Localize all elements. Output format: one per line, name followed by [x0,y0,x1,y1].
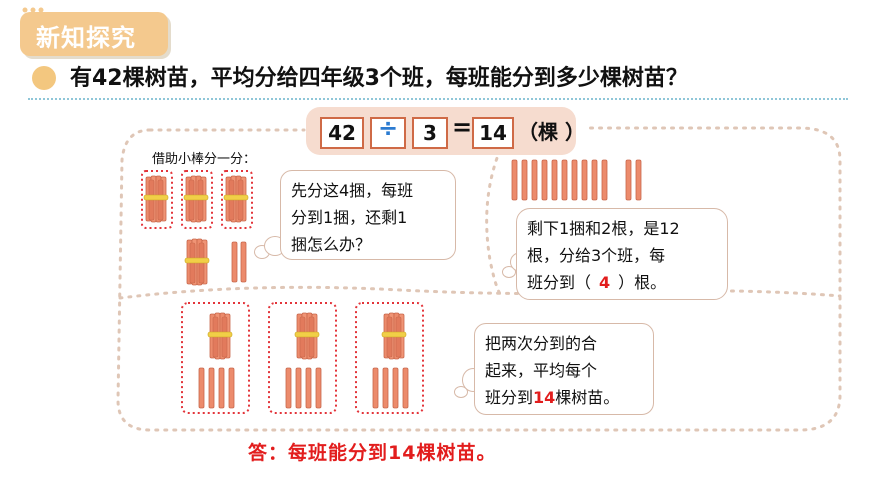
group-box-1 [141,170,173,229]
bubble-line: 班分到14棵树苗。 [485,384,643,411]
bubble-text: ）根。 [618,273,667,292]
result-value: 14 [533,388,556,407]
answer-text: 答：每班能分到14棵树苗。 [248,442,497,464]
stick-icon [625,159,632,201]
divider-vertical [485,148,502,296]
stick-icon [601,159,608,201]
stick-icon [561,159,568,201]
stick-icon [295,367,302,409]
stick-icon [531,159,538,201]
bubble-line: 班分到（ 4 ）根。 [527,269,717,296]
bubble-text: 班分到（ [527,273,592,292]
stick-bundle-icon [143,175,169,223]
class-1-sticks [198,367,235,409]
bubble-line: 起来，平均每个 [485,361,598,380]
stick-icon [231,241,238,283]
stick-icon [240,241,247,283]
bubble-line: 捆怎么办？ [291,235,372,254]
group-box-2 [181,170,213,229]
hint-bubble-3: 把两次分到的合 起来，平均每个 班分到14棵树苗。 [474,323,654,415]
stick-icon [392,367,399,409]
divider-line [28,98,848,101]
stick-icon [228,367,235,409]
stick-icon [305,367,312,409]
unit-label: （棵 ） [518,120,585,144]
stick-icon [218,367,225,409]
decor-dots [20,2,50,16]
stick-bundle-icon [381,312,407,360]
stick-icon [635,159,642,201]
stick-bundle-icon [294,312,320,360]
stick-icon [511,159,518,201]
stick-icon [315,367,322,409]
result-box: 14 [472,117,514,149]
stick-bundle-icon [183,175,209,223]
hint-bubble-1: 先分这4捆，每班 分到1捆，还剩1 捆怎么办？ [280,170,456,260]
question-text: 有42棵树苗，平均分给四年级3个班，每班能分到多少棵树苗？ [70,66,688,91]
bubble-line: 剩下1捆和2根，是12 [527,219,680,238]
dividend-box: 42 [320,117,364,149]
stick-icon [208,367,215,409]
stick-icon [285,367,292,409]
stick-icon [571,159,578,201]
remaining-sticks-value: 4 [599,273,611,292]
stick-icon [198,367,205,409]
bubble-line: 先分这4捆，每班 [291,181,414,200]
stick-bundle-icon [184,238,210,286]
divider-horizontal [118,285,842,300]
class-3-sticks [372,367,409,409]
divisor-box: 3 [412,117,448,149]
stick-icon [402,367,409,409]
stick-bundle-icon [207,312,233,360]
twelve-sticks [511,159,642,201]
stick-icon [541,159,548,201]
bubble-line: 根，分给3个班，每 [527,246,666,265]
group-box-3 [221,170,253,229]
outer-frame [116,126,842,432]
bubble-text: 班分到 [485,388,534,407]
instruction-label: 借助小棒分一分： [152,152,257,167]
divide-sign: ÷ [378,114,399,142]
stick-icon [591,159,598,201]
stick-icon [551,159,558,201]
equals-sign: = [452,113,473,141]
class-2-sticks [285,367,322,409]
header-badge [20,12,168,56]
stick-icon [521,159,528,201]
bubble-line: 分到1捆，还剩1 [291,208,408,227]
header-title: 新知探究 [36,24,136,52]
bubble-text: 棵树苗。 [555,388,620,407]
stick-icon [372,367,379,409]
hint-bubble-2: 剩下1捆和2根，是12 根，分给3个班，每 班分到（ 4 ）根。 [516,208,728,300]
stick-icon [382,367,389,409]
operator-box [370,117,406,149]
question-bullet [32,66,56,90]
bubble-tail [454,386,468,398]
stick-icon [581,159,588,201]
bubble-line: 把两次分到的合 [485,334,598,353]
stick-bundle-icon [223,175,249,223]
